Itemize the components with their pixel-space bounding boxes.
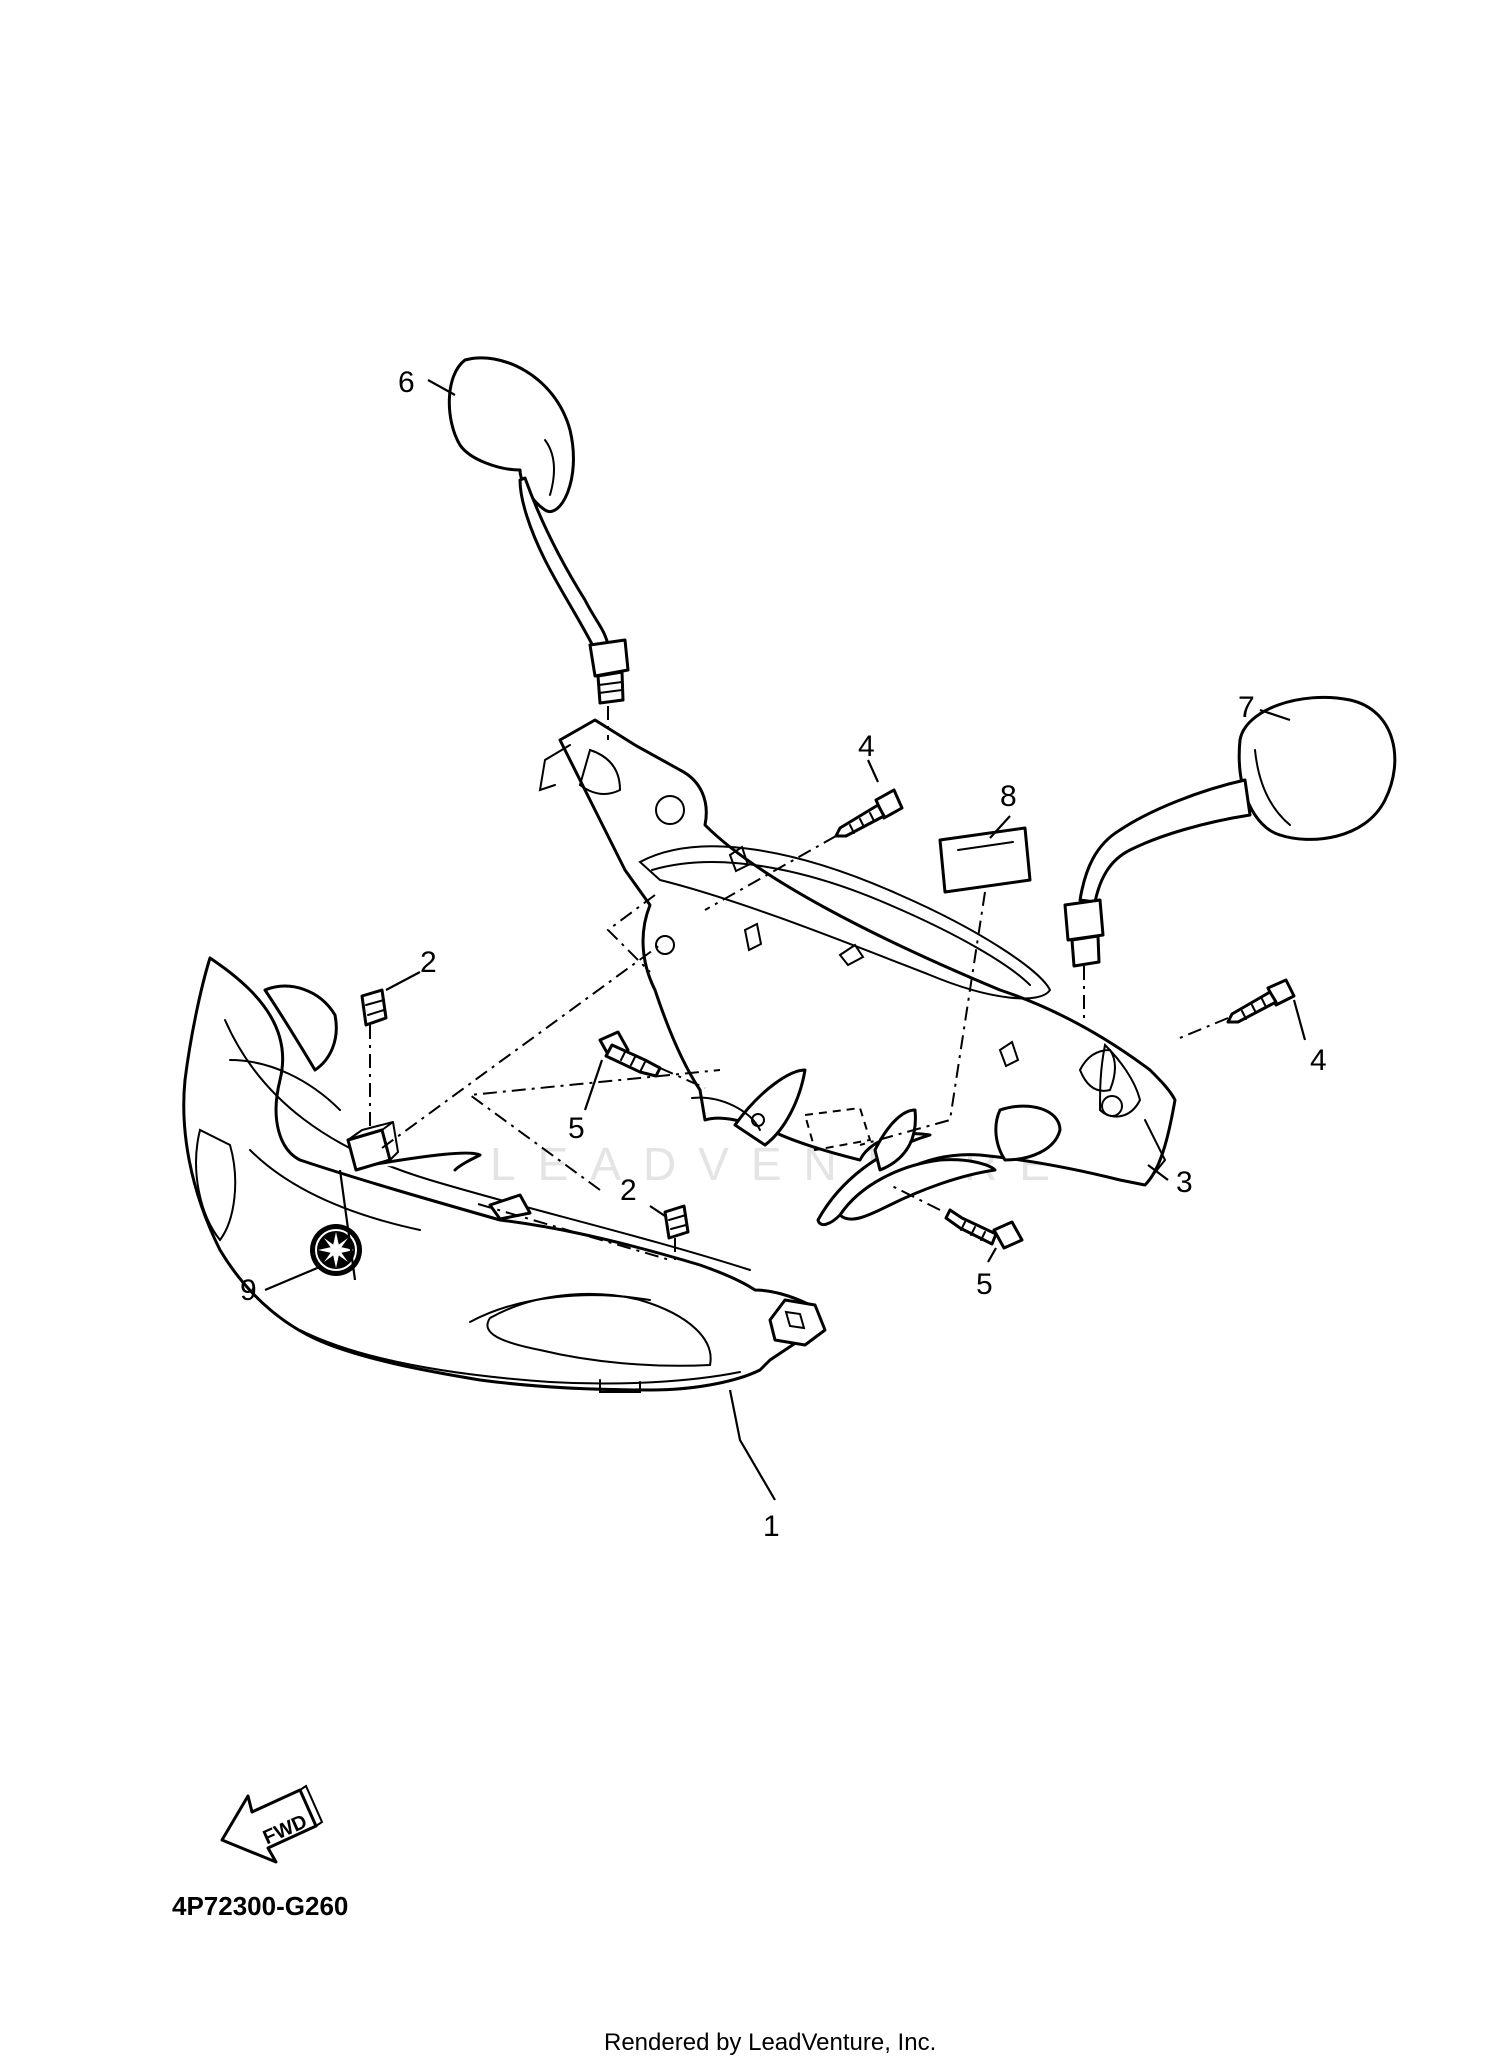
callout-8: 8 xyxy=(1000,780,1017,813)
assembly-lines xyxy=(369,706,1229,1261)
callout-4-upper: 4 xyxy=(858,730,875,763)
callout-leaders xyxy=(264,379,1307,1501)
fwd-arrow-icon: FWD xyxy=(220,1784,324,1864)
part-4-screw-right xyxy=(1226,978,1296,1024)
footer-credit: Rendered by LeadVenture, Inc. xyxy=(604,2029,936,2056)
part-5-bolt-right xyxy=(944,1208,1024,1250)
callout-4-right: 4 xyxy=(1310,1044,1327,1077)
callout-3: 3 xyxy=(1176,1166,1193,1199)
part-3-handlebar-cover xyxy=(538,718,1177,1227)
grommet xyxy=(346,1121,400,1172)
part-2-clip-nut-upper xyxy=(360,988,388,1027)
callout-5-right: 5 xyxy=(976,1268,993,1301)
part-7-right-mirror xyxy=(1063,695,1397,968)
diagram-code: 4P72300-G260 xyxy=(172,1891,348,1921)
callout-2-lower: 2 xyxy=(620,1174,637,1207)
part-1-front-cover xyxy=(182,956,827,1393)
callout-2-upper: 2 xyxy=(420,946,437,979)
callout-6: 6 xyxy=(398,366,415,399)
callout-9: 9 xyxy=(240,1274,257,1307)
part-2-clip-nut-lower xyxy=(663,1204,690,1240)
callout-7: 7 xyxy=(1238,691,1255,724)
part-5-bolt-left xyxy=(598,1030,662,1078)
callout-labels: 6 7 4 8 2 4 5 3 2 5 9 1 xyxy=(240,366,1327,1543)
part-6-left-mirror xyxy=(447,356,630,705)
part-4-screw-upper xyxy=(834,788,904,838)
callout-1: 1 xyxy=(763,1510,780,1543)
callout-5-left: 5 xyxy=(568,1112,585,1145)
part-8-label xyxy=(938,826,1032,894)
